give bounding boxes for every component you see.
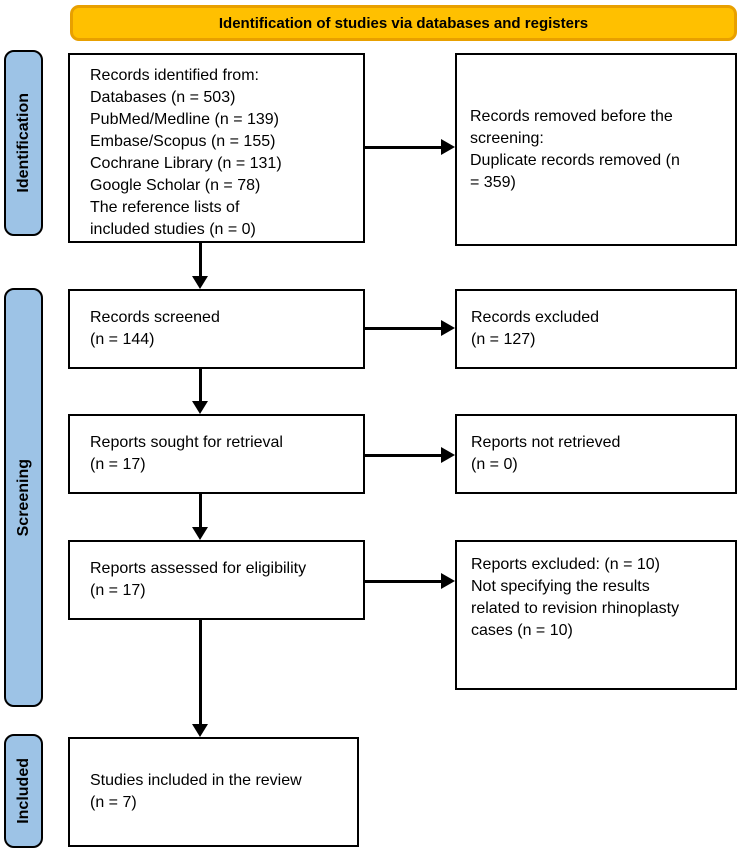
box-records-removed-text: Records removed before the screening: Du… [470, 107, 680, 191]
box-studies-included: Studies included in the review (n = 7) [68, 737, 359, 847]
box-reports-excluded: Reports excluded: (n = 10) Not specifyin… [455, 540, 737, 690]
box-reports-not-retrieved-text: Reports not retrieved (n = 0) [471, 434, 621, 473]
box-records-identified: Records identified from: Databases (n = … [68, 53, 365, 243]
stage-label-included-text: Included [14, 758, 32, 824]
arrow-assessed-to-included-head-icon [192, 724, 208, 737]
arrow-identified-to-removed-head-icon [441, 139, 455, 155]
box-reports-not-retrieved: Reports not retrieved (n = 0) [455, 414, 737, 494]
box-records-screened-text: Records screened (n = 144) [90, 309, 220, 348]
arrow-identified-to-removed-line [365, 146, 441, 149]
box-studies-included-text: Studies included in the review (n = 7) [90, 772, 302, 811]
box-records-removed: Records removed before the screening: Du… [455, 53, 737, 246]
arrow-assessed-to-included-line [199, 620, 202, 724]
arrow-sought-to-assessed-head-icon [192, 527, 208, 540]
arrow-identified-to-screened-head-icon [192, 276, 208, 289]
arrow-sought-to-not-retrieved-head-icon [441, 447, 455, 463]
box-records-identified-text: Records identified from: Databases (n = … [90, 67, 282, 238]
stage-label-included: Included [4, 734, 43, 848]
box-reports-sought-text: Reports sought for retrieval (n = 17) [90, 434, 283, 473]
stage-label-identification: Identification [4, 50, 43, 236]
header-banner: Identification of studies via databases … [70, 5, 737, 41]
stage-label-identification-text: Identification [14, 93, 32, 193]
header-title: Identification of studies via databases … [218, 14, 589, 32]
stage-label-screening-text: Screening [14, 458, 32, 537]
arrow-screened-to-excluded-line [365, 327, 441, 330]
arrow-screened-to-sought-line [199, 369, 202, 401]
box-reports-sought: Reports sought for retrieval (n = 17) [68, 414, 365, 494]
box-records-excluded: Records excluded (n = 127) [455, 289, 737, 369]
box-records-screened: Records screened (n = 144) [68, 289, 365, 369]
arrow-sought-to-assessed-line [199, 494, 202, 527]
arrow-assessed-to-excluded-head-icon [441, 573, 455, 589]
arrow-screened-to-excluded-head-icon [441, 320, 455, 336]
stage-label-screening: Screening [4, 288, 43, 707]
box-reports-assessed: Reports assessed for eligibility (n = 17… [68, 540, 365, 620]
box-reports-excluded-text: Reports excluded: (n = 10) Not specifyin… [471, 556, 680, 639]
box-records-excluded-text: Records excluded (n = 127) [471, 309, 600, 348]
arrow-assessed-to-excluded-line [365, 580, 441, 583]
arrow-screened-to-sought-head-icon [192, 401, 208, 414]
arrow-sought-to-not-retrieved-line [365, 454, 441, 457]
box-reports-assessed-text: Reports assessed for eligibility (n = 17… [90, 560, 307, 599]
arrow-identified-to-screened-line [199, 243, 202, 276]
